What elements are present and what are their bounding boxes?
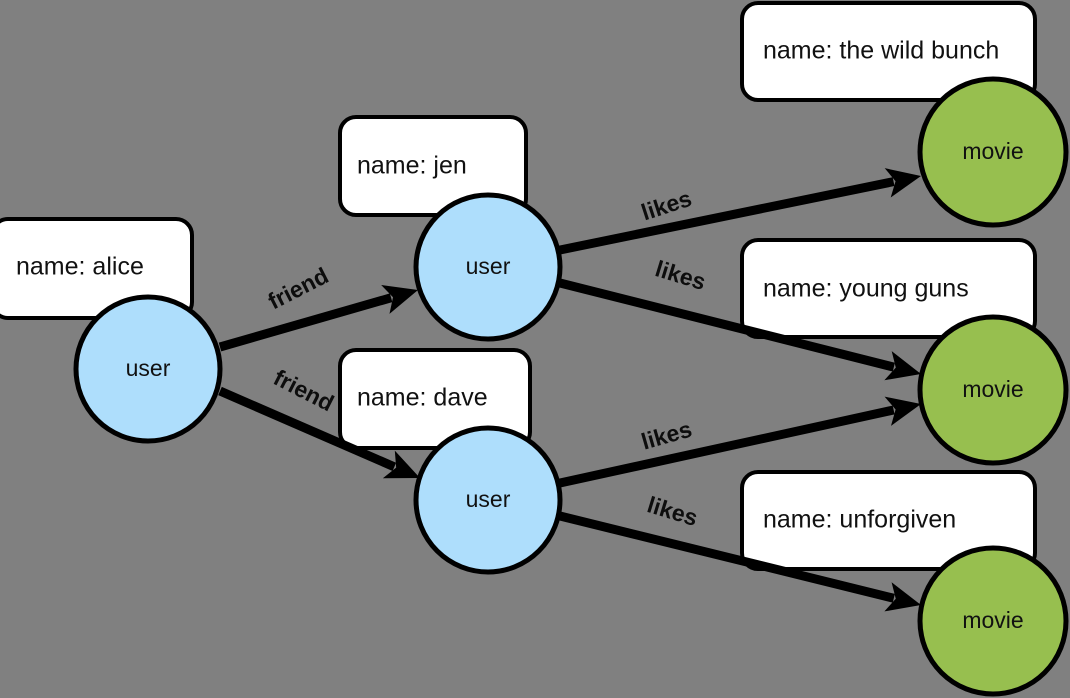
property-box-label-jen: name: jen — [357, 152, 467, 180]
node-circle-dave — [413, 425, 563, 575]
property-box-unforgiven: name: unforgiven — [740, 470, 1037, 571]
property-box-label-alice: name: alice — [16, 253, 144, 281]
edge-label-jen-likes-wildbunch: likes — [638, 185, 695, 226]
edge-arrowhead — [382, 450, 420, 479]
edge-jen-likes-youngguns[interactable] — [558, 278, 921, 381]
property-box-rect — [740, 1, 1037, 102]
property-box-group: name: alice name: jen name: dave name: t… — [0, 1, 1037, 571]
property-box-rect — [0, 217, 194, 320]
edges-layer — [218, 168, 921, 612]
node-circle-unforgiven — [917, 545, 1069, 697]
edge-shaft — [559, 177, 895, 255]
node-type-label: user — [466, 486, 511, 512]
edge-shaft — [558, 278, 895, 372]
edge-label-dave-likes-youngguns: likes — [638, 416, 694, 455]
edge-label-dave-likes-unforgiven: likes — [644, 491, 701, 531]
property-box-label-wild-bunch: name: the wild bunch — [763, 37, 999, 65]
node-type-label: user — [126, 355, 171, 381]
node-alice[interactable]: user — [73, 294, 223, 444]
edge-arrowhead — [884, 582, 921, 612]
node-type-label: movie — [962, 376, 1023, 402]
edge-arrowhead — [884, 396, 921, 426]
property-box-dave: name: dave — [338, 348, 532, 450]
property-box-label-unforgiven: name: unforgiven — [763, 506, 956, 534]
edge-dave-likes-youngguns[interactable] — [559, 396, 921, 488]
edge-arrowhead — [884, 351, 921, 381]
edge-alice-friend-dave[interactable] — [218, 386, 420, 479]
edge-arrowhead — [381, 284, 418, 314]
nodes-layer: user user user movie movie movie — [73, 76, 1069, 697]
property-box-rect — [740, 238, 1037, 339]
edge-label-jen-likes-youngguns: likes — [652, 255, 709, 295]
edge-jen-likes-wildbunch[interactable] — [559, 168, 921, 255]
property-box-label-dave: name: dave — [357, 384, 488, 412]
edge-label-alice-friend-jen: friend — [264, 262, 333, 314]
node-type-label: movie — [962, 138, 1023, 164]
property-box-alice: name: alice — [0, 217, 194, 320]
node-circle-alice — [73, 294, 223, 444]
node-dave[interactable]: user — [413, 425, 563, 575]
edge-shaft — [559, 405, 895, 488]
edge-shaft — [218, 386, 397, 471]
node-circle-young_guns — [917, 314, 1069, 466]
property-box-rect — [338, 115, 528, 217]
node-type-label: user — [466, 253, 511, 279]
edge-arrowhead — [884, 168, 921, 198]
node-unforgiven[interactable]: movie — [917, 545, 1069, 697]
node-jen[interactable]: user — [413, 192, 563, 342]
edge-dave-likes-unforgiven[interactable] — [558, 511, 921, 612]
property-box-rect — [740, 470, 1037, 571]
property-box-wild-bunch: name: the wild bunch — [740, 1, 1037, 102]
edge-label-alice-friend-dave: friend — [270, 364, 339, 416]
property-box-label-young-guns: name: young guns — [763, 275, 969, 303]
edge-alice-friend-jen[interactable] — [218, 284, 418, 352]
node-type-label: movie — [962, 607, 1023, 633]
node-wild_bunch[interactable]: movie — [917, 76, 1069, 228]
node-young_guns[interactable]: movie — [917, 314, 1069, 466]
property-box-jen: name: jen — [338, 115, 528, 217]
edge-shaft — [558, 511, 895, 603]
edge-shaft — [218, 293, 393, 352]
node-circle-wild_bunch — [917, 76, 1069, 228]
node-circle-jen — [413, 192, 563, 342]
property-box-young-guns: name: young guns — [740, 238, 1037, 339]
